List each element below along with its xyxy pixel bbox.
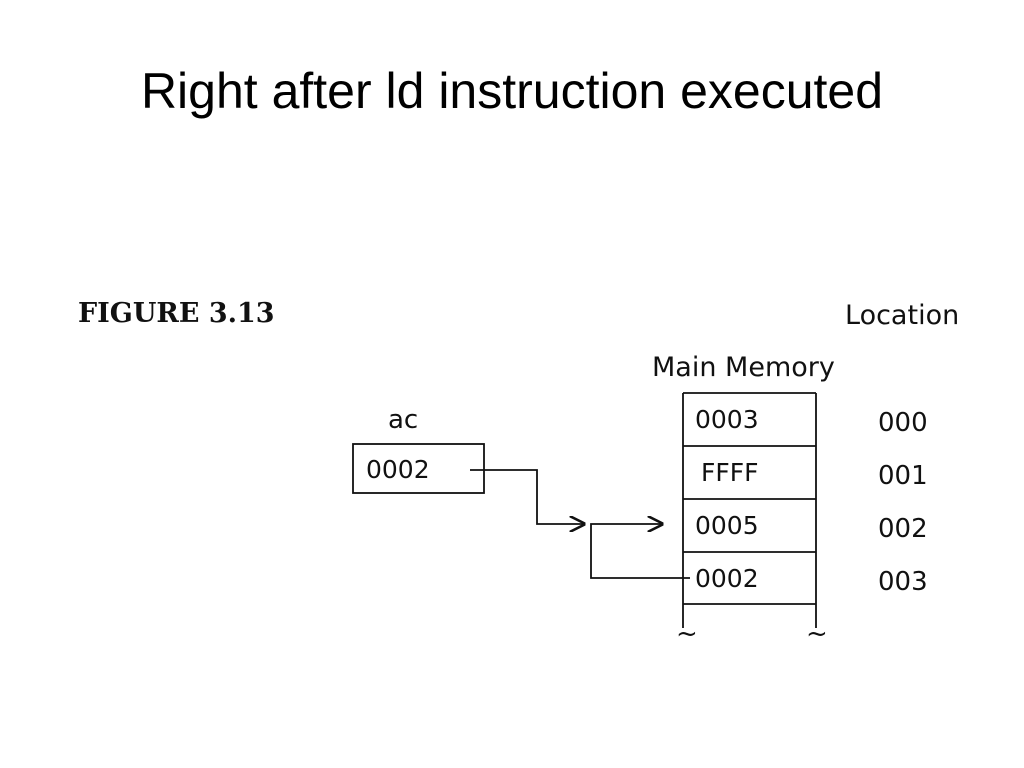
memory-value: 0005 — [695, 511, 759, 540]
register-box — [352, 443, 485, 494]
memory-value: FFFF — [701, 458, 759, 487]
memory-value: 0002 — [695, 564, 759, 593]
memory-cell-002: 0005 002 — [695, 511, 928, 544]
memory-location: 002 — [878, 514, 928, 544]
memory-location: 003 — [878, 567, 928, 597]
memory-cell-001: FFFF 001 — [701, 458, 928, 491]
break-mark-left: ~ — [676, 619, 698, 649]
register-name: ac — [388, 405, 418, 435]
slide-title: Right after ld instruction executed — [140, 63, 884, 119]
memory-cell-003: 0002 003 — [695, 564, 928, 597]
break-mark-right: ~ — [806, 619, 828, 649]
memory-header: Main Memory — [652, 352, 835, 383]
indirect-pointer-arrow — [590, 524, 690, 579]
memory-value: 0003 — [695, 405, 759, 434]
memory-location: 001 — [878, 461, 928, 491]
ac-pointer-arrow — [470, 469, 584, 524]
register-value: 0002 — [366, 455, 430, 484]
location-header: Location — [845, 300, 959, 331]
memory-cell-000: 0003 000 — [695, 405, 928, 438]
memory-column — [682, 392, 817, 628]
figure-label: FIGURE 3.13 — [78, 298, 275, 329]
memory-location: 000 — [878, 408, 928, 438]
